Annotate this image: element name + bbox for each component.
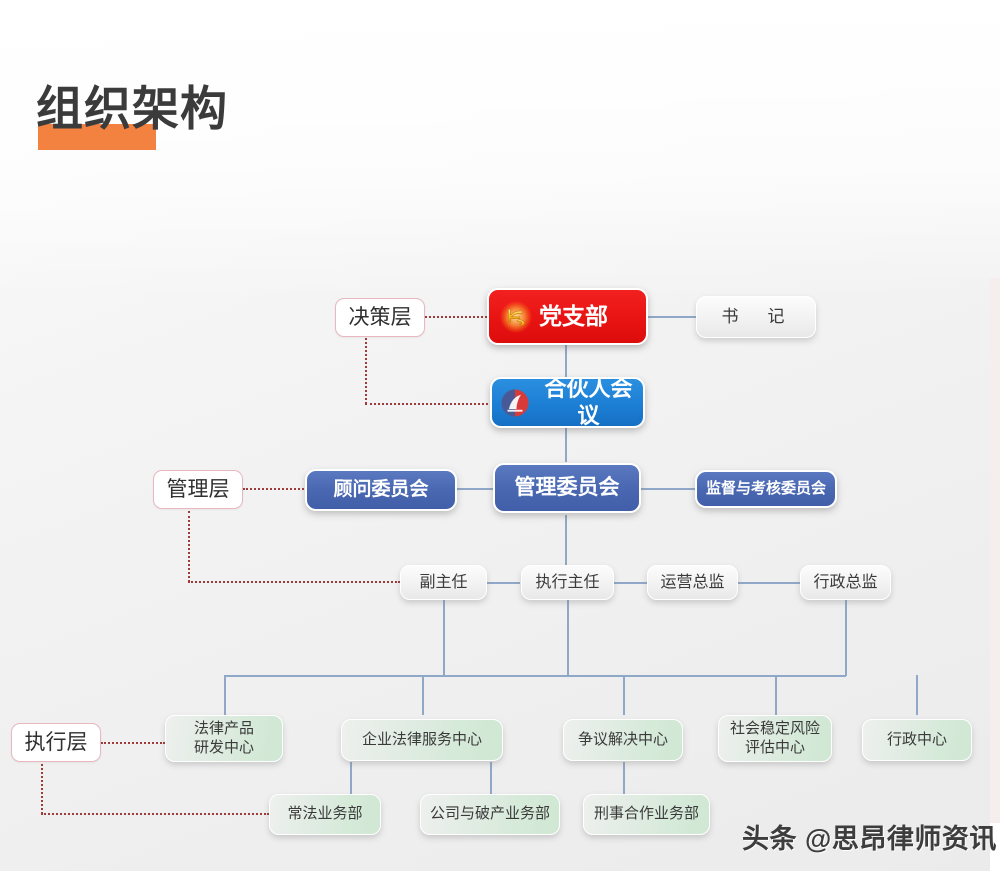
connector-operations-to-admin <box>738 582 800 584</box>
connector-party-to-secretary <box>648 316 696 318</box>
node-enterprise-legal-service-center[interactable]: 企业法律服务中心 <box>341 719 503 761</box>
connector-bus-to-risk-center <box>775 675 777 715</box>
connector-enterprise-to-corporate <box>490 762 492 794</box>
node-administration-center-label: 行政中心 <box>886 730 947 748</box>
dotted-management-drop <box>188 511 190 582</box>
dotted-execution-to-routine <box>41 813 269 815</box>
node-enterprise-legal-service-center-label: 企业法律服务中心 <box>361 730 482 748</box>
connector-admin-drop <box>845 600 847 676</box>
connector-partners-to-mgmt <box>565 428 567 462</box>
dotted-execution-drop <box>41 764 43 814</box>
node-partners-meeting-label: 合伙人会议 <box>544 375 633 428</box>
dotted-decision-drop <box>365 338 367 404</box>
node-administrative-director[interactable]: 行政总监 <box>800 565 891 600</box>
layer-tag-management[interactable]: 管理层 <box>153 470 243 509</box>
node-management-committee-label: 管理委员会 <box>514 476 620 500</box>
dotted-decision-to-party <box>425 316 487 318</box>
page-title-text: 组织架构 <box>36 82 228 135</box>
node-supervision-committee-label: 监督与考核委员会 <box>705 479 826 497</box>
layer-tag-decision[interactable]: 决策层 <box>335 298 425 337</box>
connector-advisory-to-mgmt <box>457 488 493 490</box>
node-corporate-bankruptcy-department-label: 公司与破产业务部 <box>429 805 550 823</box>
node-supervision-committee[interactable]: 监督与考核委员会 <box>695 470 837 508</box>
node-advisory-committee[interactable]: 顾问委员会 <box>305 469 457 511</box>
layer-tag-execution-label: 执行层 <box>24 730 88 754</box>
node-operations-director-label: 运营总监 <box>660 573 725 591</box>
connector-exec-drop <box>567 600 569 676</box>
node-executive-director[interactable]: 执行主任 <box>521 565 614 600</box>
title-highlight-bar <box>38 124 156 150</box>
node-dispute-resolution-center-label: 争议解决中心 <box>577 730 668 748</box>
node-social-stability-risk-assessment-center-label: 社会稳定风险 评估中心 <box>729 720 820 756</box>
node-secretary-label: 书 记 <box>721 306 791 326</box>
node-executive-director-label: 执行主任 <box>535 573 600 591</box>
node-advisory-committee-label: 顾问委员会 <box>333 479 429 501</box>
dotted-execution-to-legal-product <box>101 742 165 744</box>
watermark: 头条 @思昂律师资讯 <box>742 824 997 854</box>
node-party-branch[interactable]: 党支部 <box>487 288 648 345</box>
node-deputy-director[interactable]: 副主任 <box>400 565 487 600</box>
right-edge-strip-lower <box>990 823 1000 871</box>
node-management-committee[interactable]: 管理委员会 <box>493 463 641 513</box>
connector-bus-to-legal-product <box>224 675 226 715</box>
node-dispute-resolution-center[interactable]: 争议解决中心 <box>563 719 683 761</box>
node-criminal-cooperation-department-label: 刑事合作业务部 <box>593 805 699 823</box>
firm-logo-icon <box>501 389 529 416</box>
layer-tag-execution[interactable]: 执行层 <box>11 723 101 762</box>
node-routine-legal-department-label: 常法业务部 <box>287 805 363 823</box>
connector-exec-to-operations <box>614 582 647 584</box>
page-title: 组织架构 <box>36 78 228 150</box>
node-partners-meeting[interactable]: 合伙人会议 <box>490 375 645 428</box>
connector-bus-to-enterprise-center <box>422 675 424 715</box>
node-secretary[interactable]: 书 记 <box>696 296 816 338</box>
connector-party-to-partners <box>565 345 567 377</box>
node-administration-center[interactable]: 行政中心 <box>862 719 972 761</box>
connector-enterprise-to-routine <box>350 762 352 794</box>
node-corporate-bankruptcy-department[interactable]: 公司与破产业务部 <box>420 794 560 835</box>
connector-mgmt-to-exec-director <box>565 515 567 565</box>
node-deputy-director-label: 副主任 <box>419 573 468 591</box>
node-routine-legal-department[interactable]: 常法业务部 <box>269 794 381 835</box>
node-party-branch-label: 党支部 <box>539 303 608 330</box>
node-operations-director[interactable]: 运营总监 <box>647 565 738 600</box>
node-criminal-cooperation-department[interactable]: 刑事合作业务部 <box>583 794 710 835</box>
node-administrative-director-label: 行政总监 <box>813 573 878 591</box>
connector-deputy-drop <box>443 600 445 676</box>
dotted-decision-to-partners <box>365 403 488 405</box>
connector-dispute-to-criminal <box>623 762 625 794</box>
connector-mgmt-to-supervision <box>641 488 695 490</box>
layer-tag-decision-label: 决策层 <box>348 305 412 329</box>
connector-bus-to-dispute-center <box>623 675 625 715</box>
layer-tag-management-label: 管理层 <box>166 477 230 501</box>
node-social-stability-risk-assessment-center[interactable]: 社会稳定风险 评估中心 <box>718 715 832 762</box>
right-edge-strip <box>990 278 1000 823</box>
node-legal-product-rd-center-label: 法律产品 研发中心 <box>193 720 254 756</box>
node-legal-product-rd-center[interactable]: 法律产品 研发中心 <box>165 715 283 762</box>
party-emblem-icon <box>499 300 533 333</box>
dotted-management-to-advisory <box>243 488 307 490</box>
connector-center-bus <box>224 675 846 677</box>
connector-deputy-to-exec <box>487 582 520 584</box>
connector-bus-to-admin-center <box>916 675 918 715</box>
background-wash <box>0 0 1000 300</box>
dotted-management-to-deputy <box>188 581 400 583</box>
